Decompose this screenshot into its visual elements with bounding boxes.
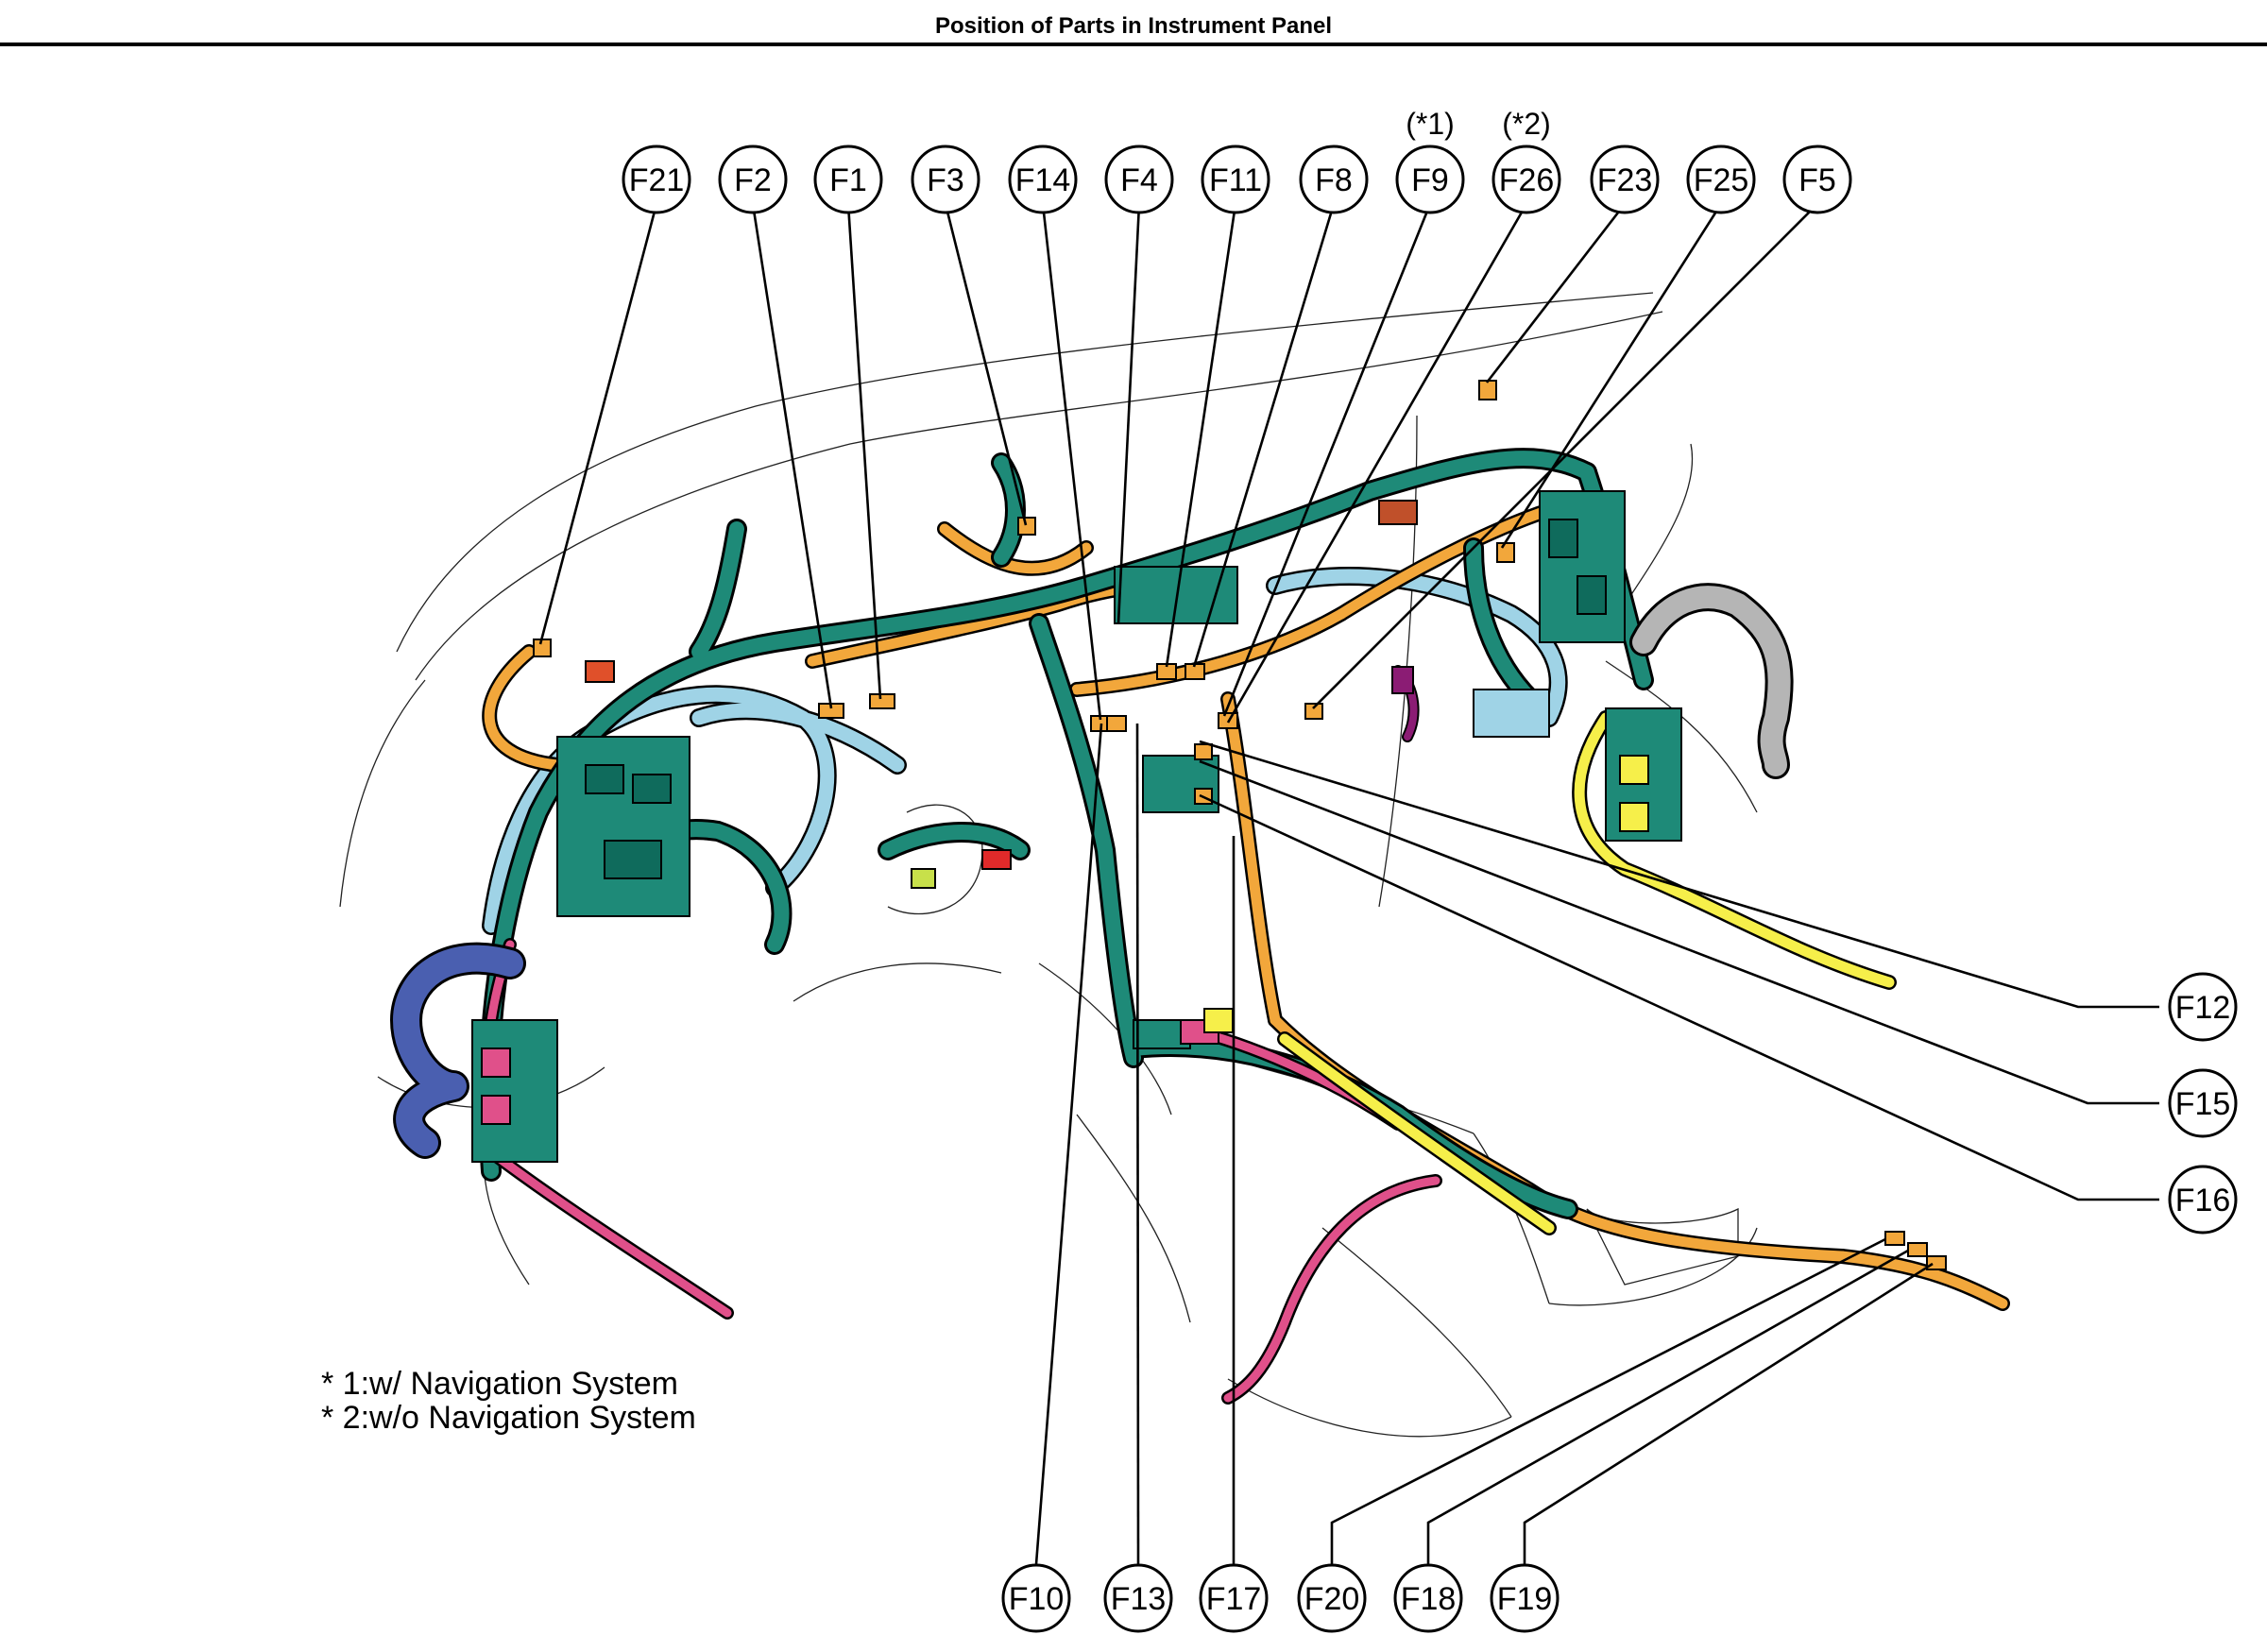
callout-F10-label: F10 [1009,1581,1065,1617]
callout-F8-label: F8 [1315,162,1353,198]
footnote-1: * 1:w/ Navigation System [321,1366,678,1402]
callout-F26: F26 (*2) [1491,107,1561,214]
callout-F11: F11 [1201,145,1270,214]
junction-blocks [471,490,1682,1163]
footnote-2: * 2:w/o Navigation System [321,1400,696,1436]
callout-F20: F20 [1297,1563,1367,1633]
page-title: Position of Parts in Instrument Panel [935,13,1332,39]
callout-F2-label: F2 [734,162,772,198]
callout-F25: F25 [1686,145,1756,214]
callout-F15-label: F15 [2175,1086,2231,1122]
wiring-harness [390,448,2010,1405]
callout-F21: F21 [622,145,691,214]
pink-harness [481,938,1442,1405]
callout-F26-label: F26 [1499,162,1555,198]
callout-F12-label: F12 [2175,990,2231,1026]
callout-F16: F16 [2168,1165,2238,1235]
callout-F18-label: F18 [1401,1581,1457,1617]
callout-F5: F5 [1782,145,1852,214]
callout-F13: F13 [1103,1563,1173,1633]
callouts-right: F12 F15 F16 [2168,972,2238,1235]
callouts-top: F21 F2 F1 F3 F14 F4 F11 F8 [622,107,1852,214]
callout-F19: F19 [1490,1563,1560,1633]
callout-F26-variant: (*2) [1502,107,1551,141]
callout-F18: F18 [1393,1563,1463,1633]
callout-F5-label: F5 [1798,162,1836,198]
callout-F10: F10 [1001,1563,1071,1633]
callout-F4: F4 [1104,145,1174,214]
callout-F17: F17 [1199,1563,1269,1633]
callout-F9: F9 (*1) [1395,107,1465,214]
callout-F13-label: F13 [1111,1581,1167,1617]
callout-F17-label: F17 [1206,1581,1262,1617]
callout-F14: F14 [1008,145,1078,214]
callout-F12: F12 [2168,972,2238,1042]
callout-F20-label: F20 [1304,1581,1360,1617]
callout-F8: F8 [1299,145,1369,214]
dashboard-outline [339,292,1758,1438]
callout-F9-variant: (*1) [1406,107,1455,141]
callout-F15: F15 [2168,1068,2238,1138]
callout-F21-label: F21 [629,162,685,198]
footnotes: * 1:w/ Navigation System * 2:w/o Navigat… [321,1366,696,1436]
callout-F1-label: F1 [829,162,867,198]
callout-F3: F3 [911,145,980,214]
callout-F11-label: F11 [1209,162,1262,198]
callout-F3-label: F3 [927,162,964,198]
callout-F14-label: F14 [1015,162,1071,198]
callout-F4-label: F4 [1120,162,1158,198]
leader-lines [538,203,2159,1565]
callout-F2: F2 [718,145,788,214]
callout-F1: F1 [813,145,883,214]
callouts-bottom: F10 F13 F17 F20 F18 F19 [1001,1563,1560,1633]
callout-F25-label: F25 [1694,162,1749,198]
callout-F23-label: F23 [1597,162,1653,198]
callout-F23: F23 [1590,145,1660,214]
callout-F19-label: F19 [1497,1581,1553,1617]
callout-F16-label: F16 [2175,1183,2231,1218]
callout-F9-label: F9 [1411,162,1449,198]
